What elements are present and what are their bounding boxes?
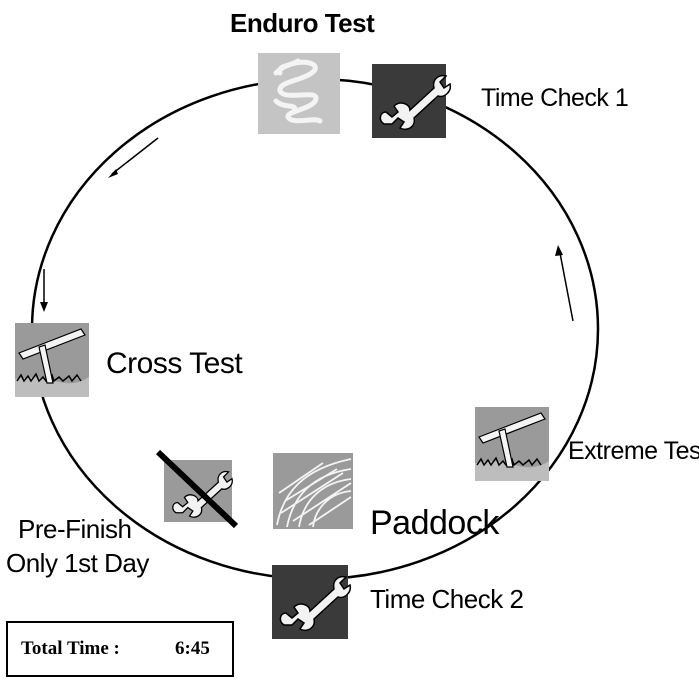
cross-test-signpost-icon <box>14 322 90 398</box>
pre-finish-label: Pre-Finish <box>18 514 132 544</box>
paddock-net-icon <box>273 453 353 529</box>
direction-arrow-top-left <box>108 137 159 178</box>
time-check-1-label: Time Check 1 <box>481 84 629 112</box>
total-time-label: Total Time : <box>21 638 120 659</box>
cross-test-label: Cross Test <box>106 347 243 380</box>
time-check-1-wrench-icon <box>372 64 452 138</box>
time-check-2-label: Time Check 2 <box>370 584 524 614</box>
extreme-test-signpost-icon <box>474 406 550 482</box>
paddock-label: Paddock <box>370 504 499 542</box>
only-first-day-label: Only 1st Day <box>6 548 149 578</box>
enduro-squiggle-icon <box>258 53 340 134</box>
enduro-test-label: Enduro Test <box>230 8 375 38</box>
extreme-test-label: Extreme Test <box>568 437 699 465</box>
time-check-2-wrench-icon <box>272 565 352 639</box>
direction-arrow-left <box>40 269 48 312</box>
total-time-value: 6:45 <box>175 638 210 659</box>
direction-arrow-right <box>555 245 574 322</box>
total-time-box: Total Time : 6:45 <box>6 621 234 677</box>
pre-finish-crossed-wrench-icon <box>155 449 239 529</box>
